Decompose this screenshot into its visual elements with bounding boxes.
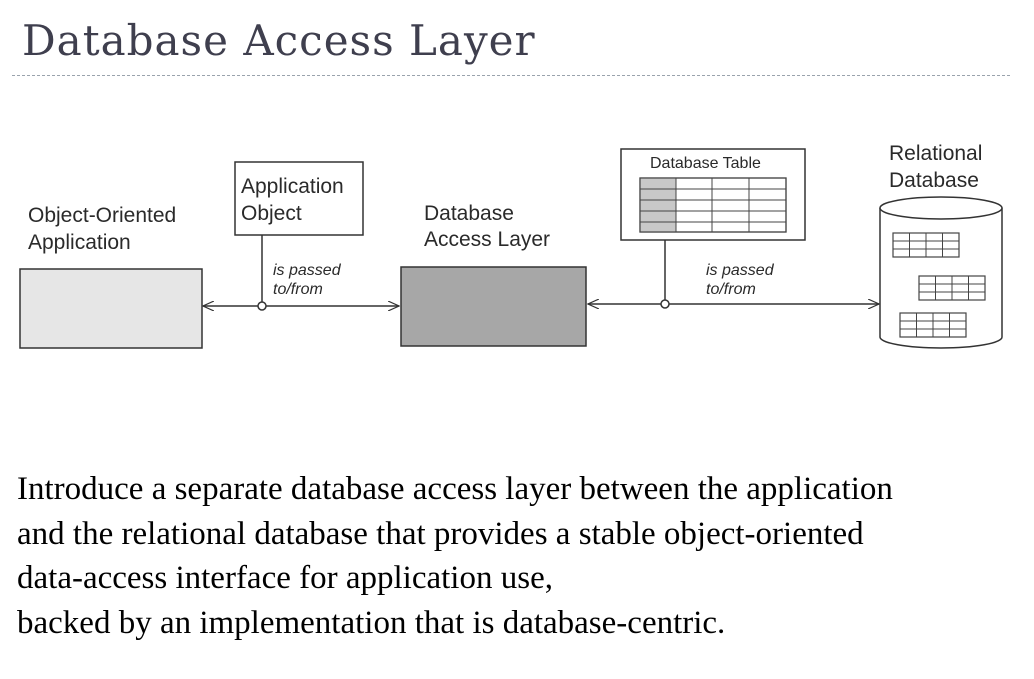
app-object-label-line2: Object: [241, 202, 302, 225]
oo-app-label-line2: Application: [28, 231, 131, 254]
passed-right-line2: to/from: [706, 281, 756, 298]
body-line: and the relational database that provide…: [17, 515, 864, 552]
mini-table-3: [899, 312, 967, 338]
rel-db-label-line2: Database: [889, 169, 979, 192]
passed-right-line1: is passed: [706, 262, 775, 279]
right-connector-node: [660, 299, 670, 309]
dal-box: [400, 266, 587, 347]
dal-label-line2: Access Layer: [424, 228, 550, 251]
body-line: data-access interface for application us…: [17, 560, 553, 596]
app-object-box: [234, 161, 364, 236]
rel-db-label-line1: Relational: [889, 142, 982, 165]
body-paragraph: Introduce a separate database access lay…: [17, 467, 1022, 645]
dal-label-line1: Database: [424, 202, 514, 225]
body-line: Introduce a separate database access lay…: [17, 471, 893, 507]
body-line: backed by an implementation that is data…: [17, 604, 726, 641]
slide-title: Database Access Layer: [22, 16, 536, 65]
oo-app-box: [19, 268, 203, 349]
passed-left-line1: is passed: [273, 262, 342, 279]
mini-table-1: [892, 232, 960, 258]
architecture-diagram: Object-Oriented Application Application …: [19, 142, 1003, 349]
mini-table-2: [918, 275, 986, 301]
relational-database-cylinder: [879, 196, 1003, 349]
left-connector-node: [257, 301, 267, 311]
db-table-label: Database Table: [650, 155, 761, 172]
passed-left-line2: to/from: [273, 281, 323, 298]
app-object-label-line1: Application: [241, 175, 344, 198]
title-divider: [12, 75, 1010, 76]
db-table-grid: [639, 177, 787, 233]
oo-app-label-line1: Object-Oriented: [28, 204, 176, 227]
